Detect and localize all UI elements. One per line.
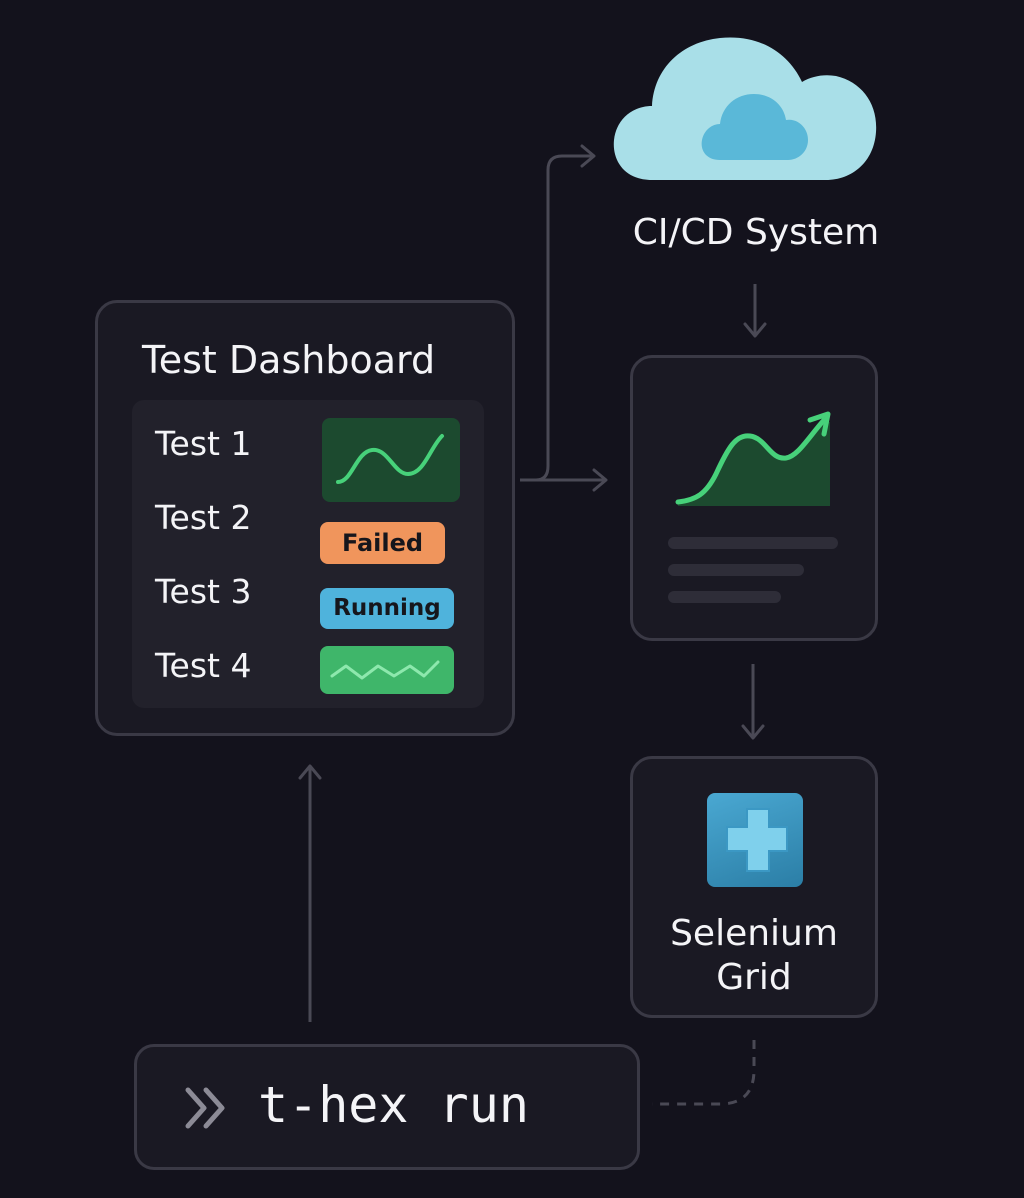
arrowhead-report (592, 468, 608, 492)
test-2-label: Test 2 (155, 498, 252, 537)
arrowhead-cloud (580, 144, 596, 168)
sparkline-icon (336, 434, 444, 484)
test-3-status-badge: Running (320, 588, 454, 629)
arrow-dashboard-to-cloud (535, 154, 592, 482)
test-4-label: Test 4 (155, 646, 252, 685)
report-text-line (668, 564, 804, 576)
test-1-trend-sparkline (322, 418, 460, 502)
test-3-label: Test 3 (155, 572, 252, 611)
selenium-grid-label: Selenium Grid (630, 912, 878, 1000)
selenium-grid-icon (707, 793, 803, 887)
command-text: t-hex run (258, 1076, 529, 1134)
arrowhead-report-down (743, 322, 767, 338)
test-2-status-badge: Failed (320, 522, 445, 564)
test-4-passing-indicator (320, 646, 454, 694)
arrowhead-selenium-down (741, 724, 765, 740)
dashed-selenium-to-command (652, 1040, 756, 1106)
grid-plus-icon (726, 808, 788, 872)
arrowhead-dashboard-up (298, 764, 322, 780)
selenium-label-line2: Grid (716, 957, 792, 998)
double-chevron-icon (185, 1087, 225, 1129)
report-text-line (668, 591, 781, 603)
test-1-label: Test 1 (155, 424, 252, 463)
cloud-icon (613, 37, 877, 180)
dashboard-title: Test Dashboard (142, 338, 436, 382)
wave-icon (330, 660, 440, 680)
report-text-line (668, 537, 838, 549)
trend-chart-icon (675, 411, 831, 506)
cicd-system-label: CI/CD System (632, 212, 880, 253)
selenium-label-line1: Selenium (670, 913, 838, 954)
